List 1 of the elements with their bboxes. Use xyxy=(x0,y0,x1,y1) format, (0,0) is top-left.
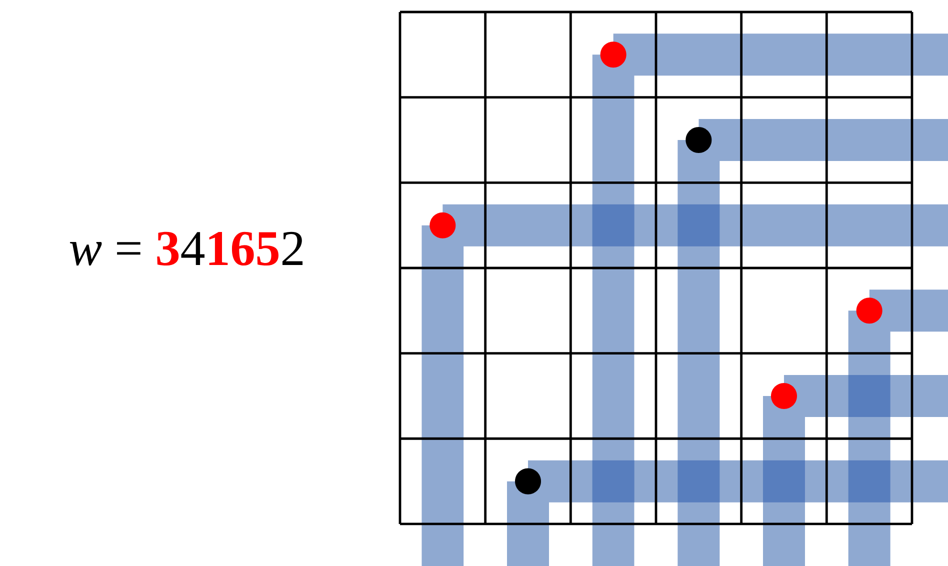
formula: w = 341652 xyxy=(70,232,303,266)
